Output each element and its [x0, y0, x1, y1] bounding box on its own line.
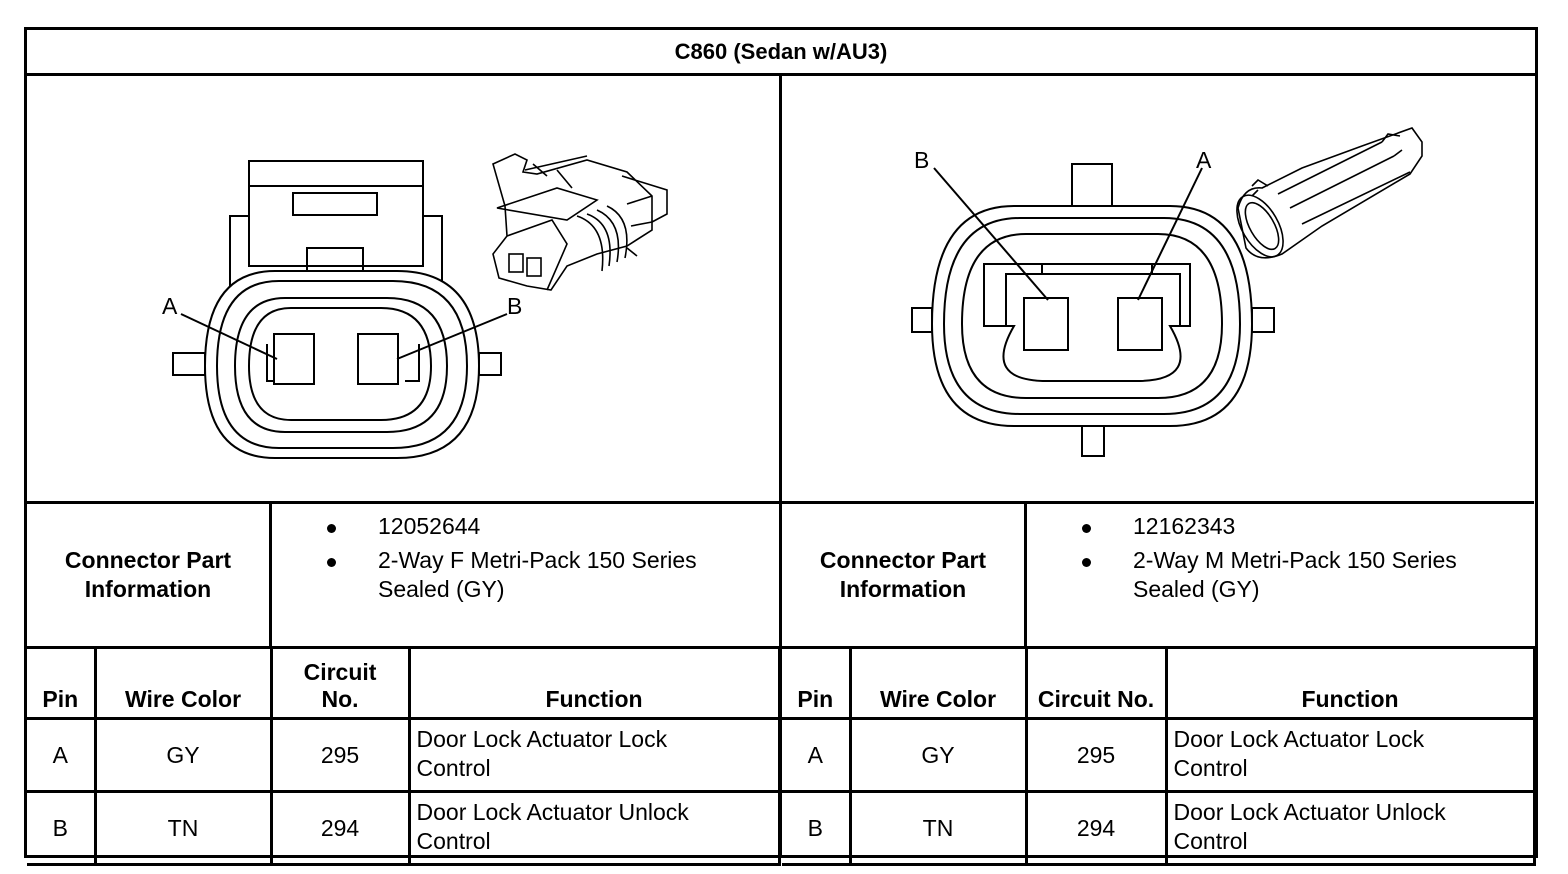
cell-function-line1: Door Lock Actuator Lock — [416, 726, 668, 752]
part-description-line2: Sealed (GY) — [1133, 576, 1260, 602]
cell-function-line1: Door Lock Actuator Lock — [1173, 726, 1425, 752]
cell-function-line2: Control — [416, 755, 491, 781]
female-part-info-row: Connector Part Information 12052644 2-Wa… — [27, 501, 779, 646]
cell-function: Door Lock Actuator Unlock Control — [1164, 790, 1536, 866]
male-pin-label-a: A — [1196, 147, 1212, 173]
cell-wire-color: TN — [93, 790, 273, 866]
header-pin: Pin — [782, 646, 852, 720]
cell-function-line2: Control — [416, 828, 491, 854]
female-connector-figure: A B — [27, 76, 779, 501]
cell-circuit: 295 — [1024, 717, 1168, 793]
cell-pin: B — [782, 790, 852, 866]
male-pin-table: Pin Wire Color Circuit No. Function A GY… — [782, 646, 1536, 866]
table-row: A GY 295 Door Lock Actuator Lock Control — [782, 717, 1536, 793]
part-description: 2-Way F Metri-Pack 150 Series Sealed (GY… — [378, 546, 778, 604]
part-info-label-line2: Information — [84, 576, 212, 602]
cell-function-line1: Door Lock Actuator Unlock — [1173, 799, 1446, 825]
cell-wire-color: GY — [848, 717, 1028, 793]
cell-circuit: 294 — [269, 790, 411, 866]
cell-circuit: 294 — [1024, 790, 1168, 866]
cell-wire-color: GY — [93, 717, 273, 793]
female-pin-label-a: A — [162, 293, 178, 319]
part-description-line2: Sealed (GY) — [378, 576, 505, 602]
cell-function-line1: Door Lock Actuator Unlock — [416, 799, 689, 825]
part-description-line1: 2-Way F Metri-Pack 150 Series — [378, 547, 697, 573]
bullet-icon — [1082, 524, 1091, 533]
table-row: A GY 295 Door Lock Actuator Lock Control — [27, 717, 781, 793]
header-circuit: Circuit No. — [269, 646, 411, 720]
info-separator — [1024, 504, 1027, 646]
cell-pin: B — [27, 790, 97, 866]
header-circuit: Circuit No. — [1024, 646, 1168, 720]
cell-function-line2: Control — [1173, 828, 1248, 854]
cell-circuit: 295 — [269, 717, 411, 793]
connector-sheet: C860 (Sedan w/AU3) — [24, 27, 1538, 866]
cell-pin: A — [782, 717, 852, 793]
vertical-divider — [779, 76, 782, 858]
table-header-row: Pin Wire Color Circuit No. Function — [782, 646, 1536, 720]
header-circuit-line2: No. — [321, 686, 359, 712]
part-info-label-line1: Connector Part — [64, 547, 232, 573]
table-header-row: Pin Wire Color Circuit No. Function — [27, 646, 781, 720]
male-connector-figure: B A — [782, 76, 1534, 501]
cell-function: Door Lock Actuator Lock Control — [407, 717, 781, 793]
cell-wire-color: TN — [848, 790, 1028, 866]
male-part-info-row: Connector Part Information 12162343 2-Wa… — [782, 501, 1534, 646]
bullet-icon — [327, 558, 336, 567]
female-pin-table: Pin Wire Color Circuit No. Function A GY… — [27, 646, 781, 866]
header-pin: Pin — [27, 646, 97, 720]
cell-function-line2: Control — [1173, 755, 1248, 781]
female-connector-drawing: A B — [162, 153, 668, 459]
table-row: B TN 294 Door Lock Actuator Unlock Contr… — [27, 790, 781, 866]
bullet-icon — [1082, 558, 1091, 567]
header-function: Function — [1164, 646, 1536, 720]
part-info-label: Connector Part Information — [27, 504, 269, 646]
header-wire-color: Wire Color — [93, 646, 273, 720]
part-number: 12162343 — [1133, 513, 1236, 539]
header-circuit-line1: Circuit — [303, 659, 377, 685]
part-description-line1: 2-Way M Metri-Pack 150 Series — [1133, 547, 1457, 573]
male-connector-drawing: B A — [911, 127, 1423, 457]
part-info-list: 12162343 2-Way M Metri-Pack 150 Series S… — [1027, 504, 1534, 646]
part-info-list: 12052644 2-Way F Metri-Pack 150 Series S… — [272, 504, 779, 646]
info-separator — [269, 504, 272, 646]
part-info-label-line2: Information — [839, 576, 967, 602]
part-info-label-line1: Connector Part — [819, 547, 987, 573]
part-description: 2-Way M Metri-Pack 150 Series Sealed (GY… — [1133, 546, 1533, 604]
table-row: B TN 294 Door Lock Actuator Unlock Contr… — [782, 790, 1536, 866]
bullet-icon — [327, 524, 336, 533]
female-pin-label-b: B — [507, 293, 522, 319]
cell-function: Door Lock Actuator Lock Control — [1164, 717, 1536, 793]
connector-title: C860 (Sedan w/AU3) — [27, 30, 1535, 76]
header-function: Function — [407, 646, 781, 720]
header-wire-color: Wire Color — [848, 646, 1028, 720]
cell-function: Door Lock Actuator Unlock Control — [407, 790, 781, 866]
part-info-label: Connector Part Information — [782, 504, 1024, 646]
cell-pin: A — [27, 717, 97, 793]
part-number: 12052644 — [378, 513, 481, 539]
male-pin-label-b: B — [914, 147, 929, 173]
